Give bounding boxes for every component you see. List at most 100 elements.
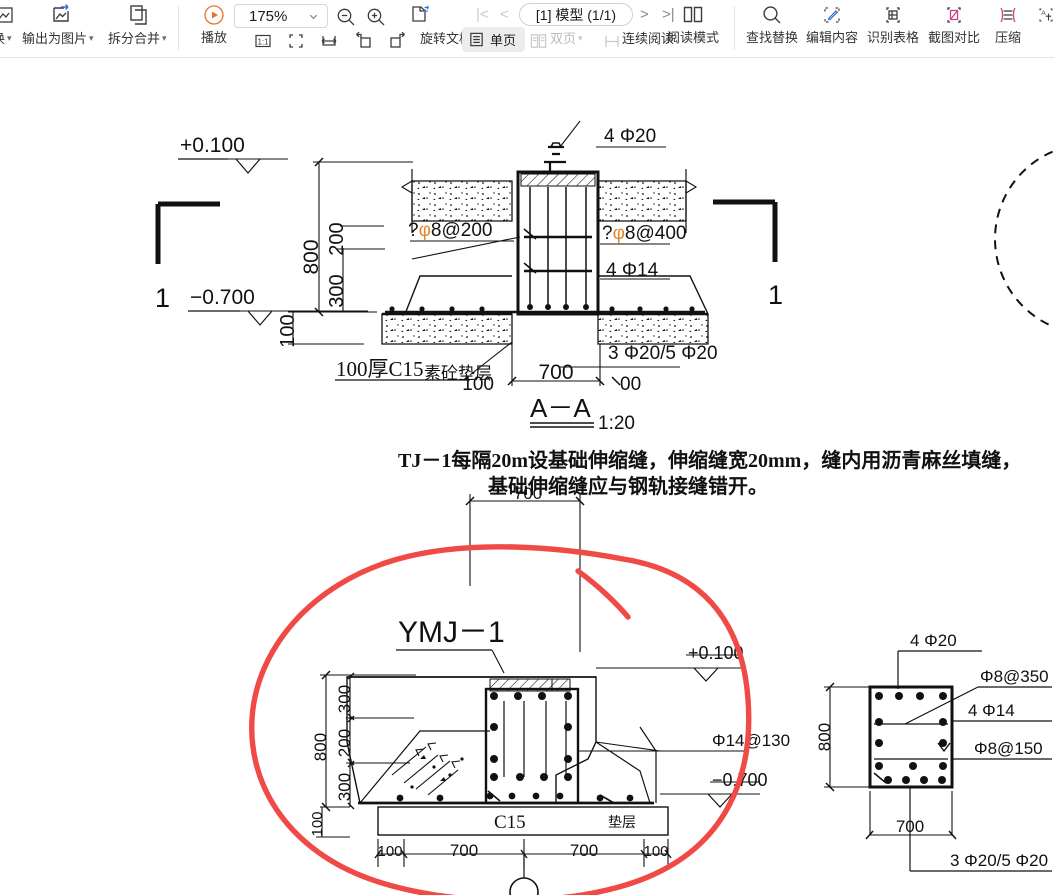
svg-text:1: 1 bbox=[155, 283, 170, 313]
compress-button[interactable]: 压缩 bbox=[987, 2, 1029, 46]
one-to-one-icon: 1:1 bbox=[252, 28, 274, 54]
svg-text:3 Φ20/5 Φ20: 3 Φ20/5 Φ20 bbox=[608, 343, 718, 364]
document-page[interactable]: +0.100 −0.700 1 1 800 300 200 bbox=[0, 59, 1054, 895]
export-image-label: 输出为图片 bbox=[22, 31, 88, 46]
zoom-in-button[interactable] bbox=[364, 4, 388, 30]
play-button[interactable]: 播放 bbox=[196, 2, 232, 46]
export-image-icon bbox=[48, 2, 74, 28]
svg-text:800: 800 bbox=[311, 733, 330, 761]
svg-text:A－A: A－A bbox=[530, 393, 591, 423]
bottom-right-drawing: 4 Φ20 Φ8@350 4 Φ14 bbox=[815, 631, 1052, 872]
svg-text:300: 300 bbox=[335, 773, 354, 801]
page-indicator[interactable]: [1] 模型 (1/1) bbox=[519, 3, 633, 26]
svg-text:300: 300 bbox=[326, 274, 348, 307]
svg-text:100: 100 bbox=[377, 843, 402, 860]
svg-text:700: 700 bbox=[538, 361, 573, 384]
last-page-button[interactable]: >| bbox=[662, 6, 675, 23]
translate-button[interactable]: A bbox=[1032, 2, 1054, 28]
zoom-value: 175% bbox=[249, 7, 288, 25]
svg-text:TJ－1每隔20m设基础伸缩缝，伸缩缝宽20mm，缝内用沥青: TJ－1每隔20m设基础伸缩缝，伸缩缝宽20mm，缝内用沥青麻丝填缝， bbox=[398, 448, 1021, 472]
toolbar-group-view: 播放 175% bbox=[188, 0, 728, 57]
slope-fill-left-bl bbox=[359, 730, 490, 804]
svg-text:Φ8@350: Φ8@350 bbox=[980, 667, 1049, 686]
format-convert-label-row[interactable]: 换▾ bbox=[0, 30, 12, 49]
reading-mode-button[interactable]: 阅读模式 bbox=[665, 2, 721, 46]
fit-page-button[interactable] bbox=[283, 28, 309, 54]
format-convert-label: 换 bbox=[0, 31, 5, 46]
member-tag-ymj: YMJ－1 bbox=[396, 616, 505, 674]
compress-label: 压缩 bbox=[994, 30, 1021, 45]
screenshot-compare-icon bbox=[942, 2, 966, 28]
svg-text:100厚C15: 100厚C15 bbox=[336, 357, 424, 381]
label-bottom-bars-br: 3 Φ20/5 Φ20 bbox=[909, 787, 1052, 872]
continuous-read-button[interactable] bbox=[602, 28, 622, 54]
ground-slab-right bbox=[597, 312, 709, 345]
split-merge-icon bbox=[126, 2, 152, 28]
split-merge-button[interactable] bbox=[120, 2, 158, 28]
continuous-read-label-row[interactable]: 连续阅读 bbox=[622, 30, 674, 48]
svg-text:300: 300 bbox=[335, 685, 354, 713]
slope-fill-right-bl bbox=[595, 726, 661, 804]
chevron-down-icon: ▾ bbox=[162, 33, 167, 43]
reading-mode-icon bbox=[680, 2, 706, 28]
svg-text:+0.100: +0.100 bbox=[688, 643, 744, 663]
recognize-table-button[interactable]: 识别表格 bbox=[865, 2, 921, 46]
svg-text:100: 100 bbox=[309, 811, 326, 836]
export-image-label-row[interactable]: 输出为图片▾ bbox=[22, 30, 94, 49]
double-page-button[interactable] bbox=[528, 28, 548, 54]
play-label: 播放 bbox=[200, 30, 227, 45]
reading-mode-label: 阅读模式 bbox=[666, 30, 719, 45]
engineering-drawing: +0.100 −0.700 1 1 800 300 200 bbox=[155, 120, 1054, 895]
zoom-select[interactable]: 175% bbox=[234, 4, 328, 28]
svg-text:100: 100 bbox=[462, 374, 494, 395]
svg-text:−0.700: −0.700 bbox=[190, 286, 255, 309]
duplicate-page-button[interactable] bbox=[406, 2, 434, 28]
zoom-out-button[interactable] bbox=[334, 4, 358, 30]
dim-300-200-top: 300 200 bbox=[326, 222, 385, 313]
chevron-down-icon: ▾ bbox=[89, 33, 94, 43]
svg-text:4 Φ20: 4 Φ20 bbox=[910, 631, 957, 650]
fit-width-button[interactable] bbox=[316, 28, 342, 54]
svg-text:3 Φ20/5 Φ20: 3 Φ20/5 Φ20 bbox=[950, 851, 1048, 870]
column-section-top bbox=[385, 142, 705, 316]
page-indicator-label: [1] 模型 (1/1) bbox=[535, 6, 617, 23]
soil-band-left bbox=[400, 169, 513, 233]
continuous-read-label: 连续阅读 bbox=[622, 31, 675, 46]
rotate-left-button[interactable] bbox=[349, 28, 377, 54]
elevation-top-marker-bl: +0.100 bbox=[596, 643, 746, 682]
prev-page-button[interactable]: < bbox=[500, 6, 509, 23]
fit-width-icon bbox=[318, 28, 340, 54]
compress-icon bbox=[995, 2, 1021, 28]
foundation-outline-bl bbox=[346, 676, 597, 804]
chevron-down-icon: ▾ bbox=[7, 33, 12, 43]
svg-text:YMJ－1: YMJ－1 bbox=[398, 616, 505, 649]
format-convert-button[interactable] bbox=[0, 2, 34, 28]
screenshot-compare-label: 截图对比 bbox=[927, 30, 980, 45]
rotate-left-icon bbox=[351, 28, 375, 54]
actual-size-button[interactable]: 1:1 bbox=[250, 28, 276, 54]
svg-text:1:1: 1:1 bbox=[257, 37, 269, 46]
split-merge-label-row[interactable]: 拆分合并▾ bbox=[108, 30, 167, 49]
svg-text:200: 200 bbox=[326, 222, 348, 255]
single-page-button[interactable]: 单页 bbox=[462, 27, 526, 52]
svg-text:800: 800 bbox=[300, 239, 323, 274]
rotate-right-button[interactable] bbox=[384, 28, 412, 54]
svg-text:00: 00 bbox=[620, 374, 641, 395]
double-page-label-row[interactable]: 双页▾ bbox=[550, 30, 583, 49]
svg-text:?φ8@400: ?φ8@400 bbox=[602, 223, 686, 244]
find-replace-button[interactable]: 查找替换 bbox=[744, 2, 800, 46]
elevation-bottom-marker: −0.700 1 bbox=[155, 283, 368, 326]
centre-marker-bl bbox=[509, 854, 539, 895]
cushion-note-top: 100厚C15 素砼垫层 bbox=[335, 341, 513, 383]
first-page-button[interactable]: |< bbox=[476, 6, 489, 23]
svg-text:100: 100 bbox=[277, 314, 299, 347]
elevation-bottom-marker-bl: −0.700 bbox=[660, 770, 768, 808]
screenshot-compare-button[interactable]: 截图对比 bbox=[926, 2, 982, 46]
export-image-button[interactable] bbox=[40, 2, 82, 28]
format-convert-icon bbox=[0, 2, 16, 28]
svg-text:1: 1 bbox=[768, 280, 783, 310]
double-page-icon bbox=[529, 28, 548, 54]
edit-content-button[interactable]: 编辑内容 bbox=[804, 2, 860, 46]
toolbar-separator-1 bbox=[178, 6, 179, 50]
next-page-button[interactable]: > bbox=[640, 6, 649, 23]
